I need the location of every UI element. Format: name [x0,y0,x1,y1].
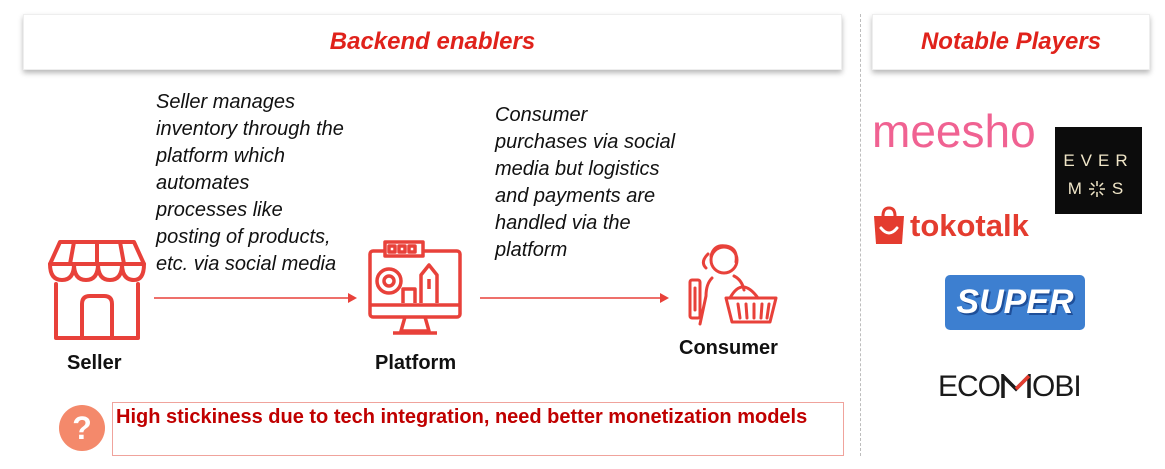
seller-desc-line: processes like [156,199,283,221]
seller-desc-line: automates [156,172,250,194]
evermos-logo-m: M [1067,179,1088,198]
consumer-label: Consumer [679,337,778,359]
meesho-logo: meesho [872,105,1036,157]
stickiness-note: High stickiness due to tech integration,… [112,402,844,456]
evermos-logo-bottom: M S [1055,175,1142,203]
consumer-desc-line: handled via the [495,212,631,234]
tokotalk-logo-text: tokotalk [910,208,1029,243]
evermos-star-icon [1088,181,1105,197]
evermos-logo-s: S [1111,179,1130,198]
seller-desc-line: Seller manages [156,91,295,113]
store-icon [48,240,146,340]
header-notable-players: Notable Players [872,14,1150,70]
ecomobi-logo-left: ECO [938,370,1001,403]
ecomobi-logo: ECO OBI [938,370,1082,404]
header-backend-enablers-label: Backend enablers [329,28,536,55]
platform-label: Platform [375,352,457,374]
platform-to-consumer-arrow [480,293,669,303]
tokotalk-bag-icon [874,206,904,244]
consumer-description: Consumer purchases via social media but … [495,102,675,264]
evermos-logo: EVER M S [1055,127,1142,214]
consumer-desc-line: Consumer [495,104,588,126]
seller-desc-line: etc. via social media [156,253,337,275]
consumer-desc-line: media but logistics [495,158,660,180]
consumer-desc-line: and payments are [495,185,656,207]
seller-label: Seller [67,352,122,374]
seller-desc-line: inventory through the [156,118,344,140]
question-icon: ? [59,405,105,451]
header-notable-players-label: Notable Players [920,28,1102,55]
ecomobi-m-icon [1001,374,1031,398]
evermos-logo-top: EVER [1063,151,1134,170]
seller-desc-line: posting of products, [156,226,331,248]
section-divider [860,14,861,456]
header-backend-enablers: Backend enablers [23,14,842,70]
consumer-shopper-icon [688,244,778,326]
tokotalk-logo: tokotalk [872,206,1029,246]
super-logo: SUPER [945,275,1085,330]
seller-description: Seller manages inventory through the pla… [156,89,344,278]
seller-desc-line: platform which [156,145,285,167]
consumer-desc-line: platform [495,239,568,261]
ecomobi-logo-right: OBI [1032,370,1082,403]
platform-screen-icon [368,240,462,335]
svg-text:?: ? [72,410,92,446]
consumer-desc-line: purchases via social [495,131,676,153]
seller-to-platform-arrow [154,293,357,303]
